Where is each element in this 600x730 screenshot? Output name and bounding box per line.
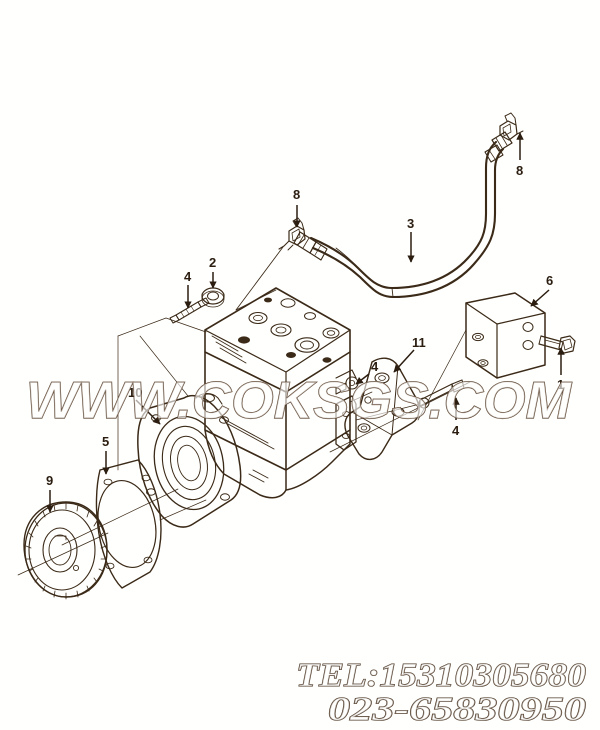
callout-1: 1 <box>557 377 565 392</box>
part-bracket-fastener-lower <box>418 379 465 409</box>
part-mounting-bracket <box>329 357 471 461</box>
assembly-alignment-lines <box>117 289 561 521</box>
part-air-discharge-hose <box>293 131 513 299</box>
callout-9: 9 <box>46 473 54 488</box>
callout-4-lower: 4 <box>452 423 460 438</box>
callout-6: 5 <box>102 434 110 449</box>
callout-7: 6 <box>546 273 554 288</box>
part-compressor-housing <box>137 287 357 528</box>
part-gasket <box>61 459 179 589</box>
callout-8-right: 8 <box>516 163 524 178</box>
callout-11: 11 <box>412 335 426 350</box>
callout-4-upper: 4 <box>371 359 379 374</box>
callout-8-left: 8 <box>293 187 301 202</box>
part-hose-fitting-left <box>235 217 306 311</box>
callout-2: 2 <box>209 255 217 270</box>
callout-10: 10 <box>128 385 143 400</box>
callout-5: 4 <box>184 269 192 284</box>
hose-ferrule-right <box>484 131 513 163</box>
callout-3: 3 <box>407 216 415 231</box>
part-manifold-block <box>465 292 546 379</box>
